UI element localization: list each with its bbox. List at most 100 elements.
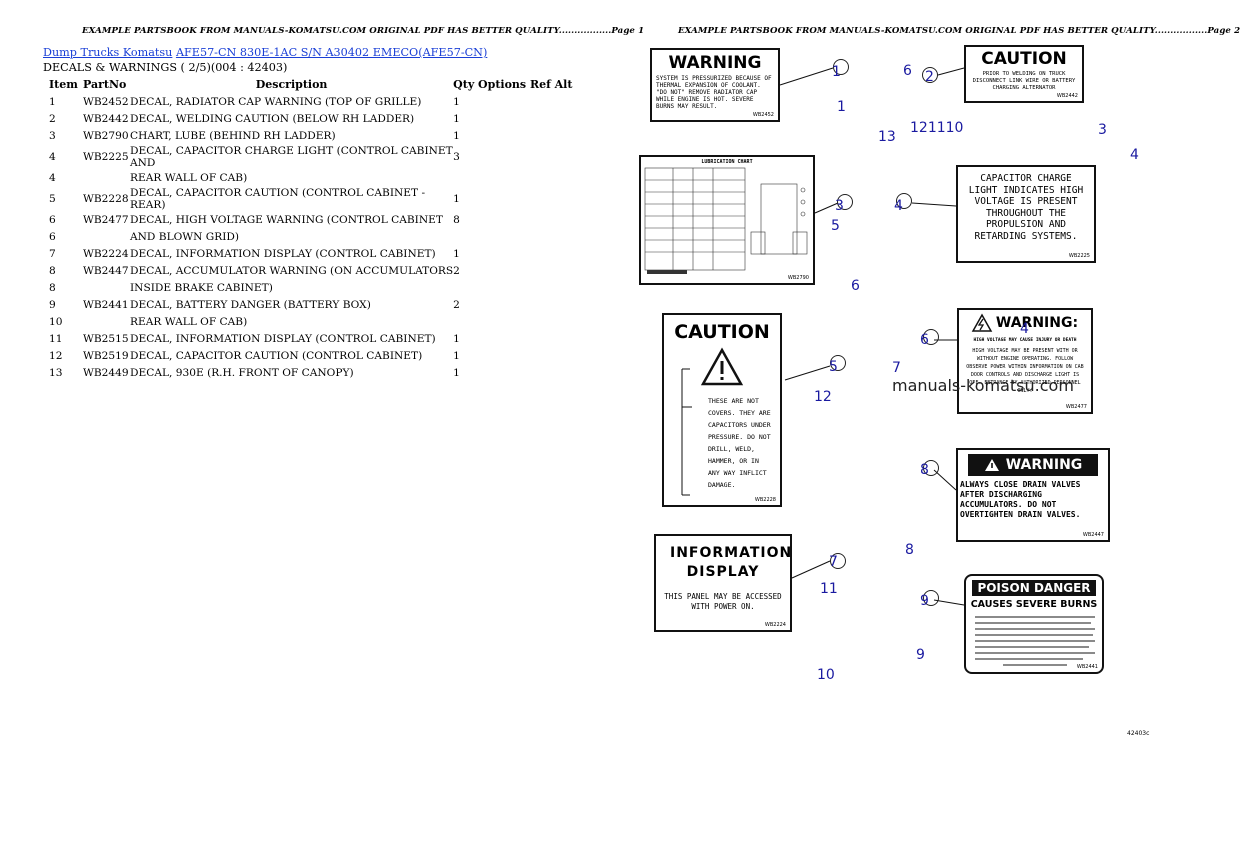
- caution-triangle-icon: [700, 347, 744, 386]
- row-partno: [83, 279, 130, 296]
- decal-welding-caution: CAUTION PRIOR TO WELDING ON TRUCK DISCON…: [964, 45, 1084, 103]
- row-qty: 1: [453, 349, 460, 362]
- row-item: 7: [49, 247, 56, 260]
- decal-body: CAPACITOR CHARGE LIGHT INDICATES HIGH VO…: [968, 173, 1084, 242]
- callout-label-6: 6: [920, 332, 929, 348]
- page-header-right: EXAMPLE PARTSBOOK FROM MANUALS-KOMATSU.C…: [678, 26, 1240, 36]
- col-description-header: Description: [255, 78, 328, 91]
- row-partno: [83, 228, 130, 245]
- row-partno: WB2519: [83, 349, 129, 362]
- row-description: DECAL, CAPACITOR CHARGE LIGHT (CONTROL C…: [130, 144, 453, 169]
- row-qty: 1: [453, 129, 460, 142]
- row-item: 2: [49, 112, 56, 125]
- decal-title: INFORMATION DISPLAY: [670, 545, 793, 580]
- decal-capacitor-caution: CAUTION THESE ARE NOT COVERS. THEY ARE C…: [662, 313, 782, 507]
- row-partno: WB2228: [83, 192, 129, 205]
- callout-circle-4: [896, 193, 912, 209]
- row-qty: [453, 169, 572, 186]
- decal-title: CAUTION: [981, 49, 1067, 69]
- ref-number: 12: [814, 389, 832, 405]
- warning-triangle-icon: [984, 459, 999, 471]
- row-description: DECAL, WELDING CAUTION (BELOW RH LADDER): [130, 112, 415, 125]
- decal-title: LUBRICATION CHART: [701, 159, 753, 165]
- row-qty: 1: [453, 192, 460, 205]
- decal-lube-chart: LUBRICATION CHART WB2790: [639, 155, 815, 285]
- ref-number: 121110: [910, 120, 964, 136]
- row-description: DECAL, BATTERY DANGER (BATTERY BOX): [130, 298, 371, 311]
- row-qty: [453, 313, 572, 330]
- ref-number: 6: [903, 63, 912, 79]
- row-item: 3: [49, 129, 56, 142]
- row-partno: [83, 169, 130, 186]
- row-description: DECAL, CAPACITOR CAUTION (CONTROL CABINE…: [130, 186, 426, 211]
- row-item: 10: [49, 315, 63, 328]
- row-description: REAR WALL OF CAB): [130, 171, 248, 184]
- decal-code: WB2442: [1056, 93, 1078, 99]
- row-qty: 1: [453, 112, 460, 125]
- row-item: 4: [49, 171, 56, 184]
- row-qty: 2: [453, 264, 460, 277]
- col-item-header: Item: [49, 78, 78, 91]
- row-description: DECAL, RADIATOR CAP WARNING (TOP OF GRIL…: [130, 95, 422, 108]
- col-qty-options-header: Qty Options Ref Alt: [453, 78, 573, 91]
- row-item: 9: [49, 298, 56, 311]
- callout-circle-8: [923, 460, 939, 476]
- row-description: DECAL, INFORMATION DISPLAY (CONTROL CABI…: [130, 247, 436, 260]
- decal-body: THESE ARE NOT COVERS. THEY ARE CAPACITOR…: [708, 397, 771, 489]
- decal-accumulator-warning: WARNING ALWAYS CLOSE DRAIN VALVES AFTER …: [956, 448, 1110, 542]
- row-qty: 1: [453, 95, 460, 108]
- row-description: AND BLOWN GRID): [130, 230, 240, 243]
- row-qty: 1: [453, 366, 460, 379]
- callout-label-1: 1: [832, 64, 841, 80]
- decal-subtitle: CAUSES SEVERE BURNS: [970, 599, 1098, 610]
- row-qty: 1: [453, 332, 460, 345]
- decal-high-voltage-warning: WARNING: HIGH VOLTAGE MAY CAUSE INJURY O…: [957, 308, 1093, 414]
- ref-number: 7: [892, 360, 901, 376]
- row-qty: 1: [453, 247, 460, 260]
- callout-circle-2: [922, 67, 938, 83]
- ref-number: 6: [851, 278, 860, 294]
- bracket-arrow-icon: [681, 368, 692, 496]
- callout-label-3: 3: [835, 198, 844, 214]
- ref-number: 8: [905, 542, 914, 558]
- table-row: 4 REAR WALL OF CAB): [43, 169, 572, 186]
- row-item: 12: [49, 349, 63, 362]
- row-partno: WB2449: [83, 366, 129, 379]
- row-item: 1: [49, 95, 56, 108]
- row-partno: WB2224: [83, 247, 129, 260]
- row-item: 5: [49, 192, 56, 205]
- breadcrumb-link-model[interactable]: AFE57-CN 830E-1AC S/N A30402 EMECO(AFE57…: [175, 46, 488, 59]
- watermark-text: manuals-komatsu.com: [892, 376, 1074, 395]
- breadcrumb-link-category[interactable]: Dump Trucks Komatsu: [43, 46, 173, 59]
- decal-code: WB2228: [754, 497, 776, 503]
- callout-circle-7: [830, 553, 846, 569]
- section-subtitle: DECALS & WARNINGS ( 2/5)(004 : 42403): [43, 61, 288, 74]
- callout-label-8: 8: [920, 462, 929, 478]
- decal-code: WB2452: [752, 112, 774, 118]
- decal-title: POISON DANGER: [972, 580, 1096, 596]
- decal-code: WB2790: [787, 275, 809, 281]
- ref-number: 5: [831, 218, 840, 234]
- ref-number: 3: [1098, 122, 1107, 138]
- ref-number: 10: [817, 667, 835, 683]
- decal-subtitle: HIGH VOLTAGE MAY CAUSE INJURY OR DEATH: [973, 338, 1077, 343]
- row-partno: WB2515: [83, 332, 129, 345]
- row-partno: WB2442: [83, 112, 129, 125]
- decal-title: WARNING:: [995, 315, 1079, 331]
- row-partno: WB2225: [83, 150, 129, 163]
- decal-body: THIS PANEL MAY BE ACCESSED WITH POWER ON…: [664, 592, 782, 611]
- row-qty: 2: [453, 298, 460, 311]
- decal-body: PRIOR TO WELDING ON TRUCK DISCONNECT LIN…: [972, 71, 1076, 91]
- row-description: INSIDE BRAKE CABINET): [130, 281, 273, 294]
- callout-circle-9: [923, 590, 939, 606]
- row-description: DECAL, ACCUMULATOR WARNING (ON ACCUMULAT…: [130, 264, 454, 277]
- ref-number: 11: [820, 581, 838, 597]
